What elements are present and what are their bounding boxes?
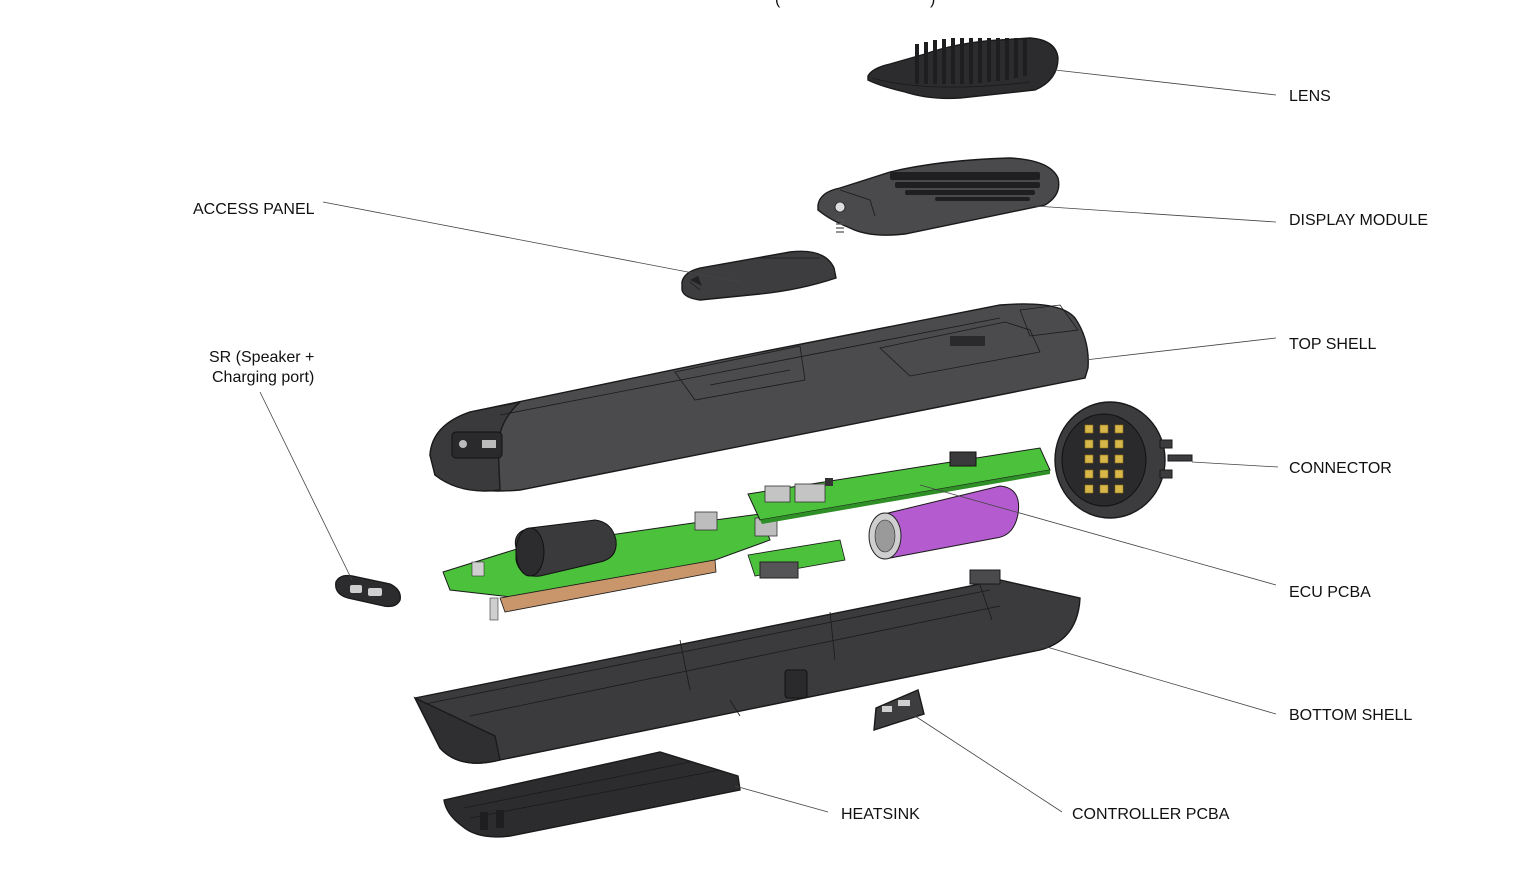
label-top-shell: TOP SHELL <box>1289 336 1377 353</box>
part-lens <box>867 37 1059 100</box>
label-heatsink: HEATSINK <box>841 806 920 823</box>
part-bottom-shell <box>413 569 1081 764</box>
label-connector: CONNECTOR <box>1289 460 1392 477</box>
part-ecu-pcba <box>442 447 1051 621</box>
top-shell-port <box>451 431 503 459</box>
lens-pins <box>915 38 1027 84</box>
ecu-battery <box>868 485 1020 560</box>
ecu-capacitor <box>514 519 617 577</box>
label-lens: LENS <box>1289 88 1331 105</box>
label-bottom-shell: BOTTOM SHELL <box>1289 707 1412 724</box>
label-controller-pcba: CONTROLLER PCBA <box>1072 806 1230 823</box>
label-ecu-pcba: ECU PCBA <box>1289 584 1371 601</box>
label-sr-line1: SR (Speaker + <box>209 349 314 366</box>
label-display-module: DISPLAY MODULE <box>1289 212 1428 229</box>
part-access-panel <box>681 250 837 301</box>
label-access-panel: ACCESS PANEL <box>193 201 315 218</box>
leader-lines <box>259 69 1279 813</box>
label-sr-line2: Charging port) <box>212 369 314 386</box>
part-display-module <box>817 157 1060 236</box>
part-sr-speaker-charging-port <box>335 574 401 608</box>
part-controller-pcba <box>873 689 925 731</box>
part-heatsink <box>443 751 741 838</box>
part-top-shell <box>429 303 1089 492</box>
connector-pins <box>1084 424 1124 494</box>
caption-fragment-left: ( <box>775 0 781 8</box>
display-led-grid <box>890 172 1040 201</box>
part-connector <box>1054 401 1193 519</box>
caption-fragment-right: ) <box>930 0 935 8</box>
display-screw <box>834 201 846 233</box>
